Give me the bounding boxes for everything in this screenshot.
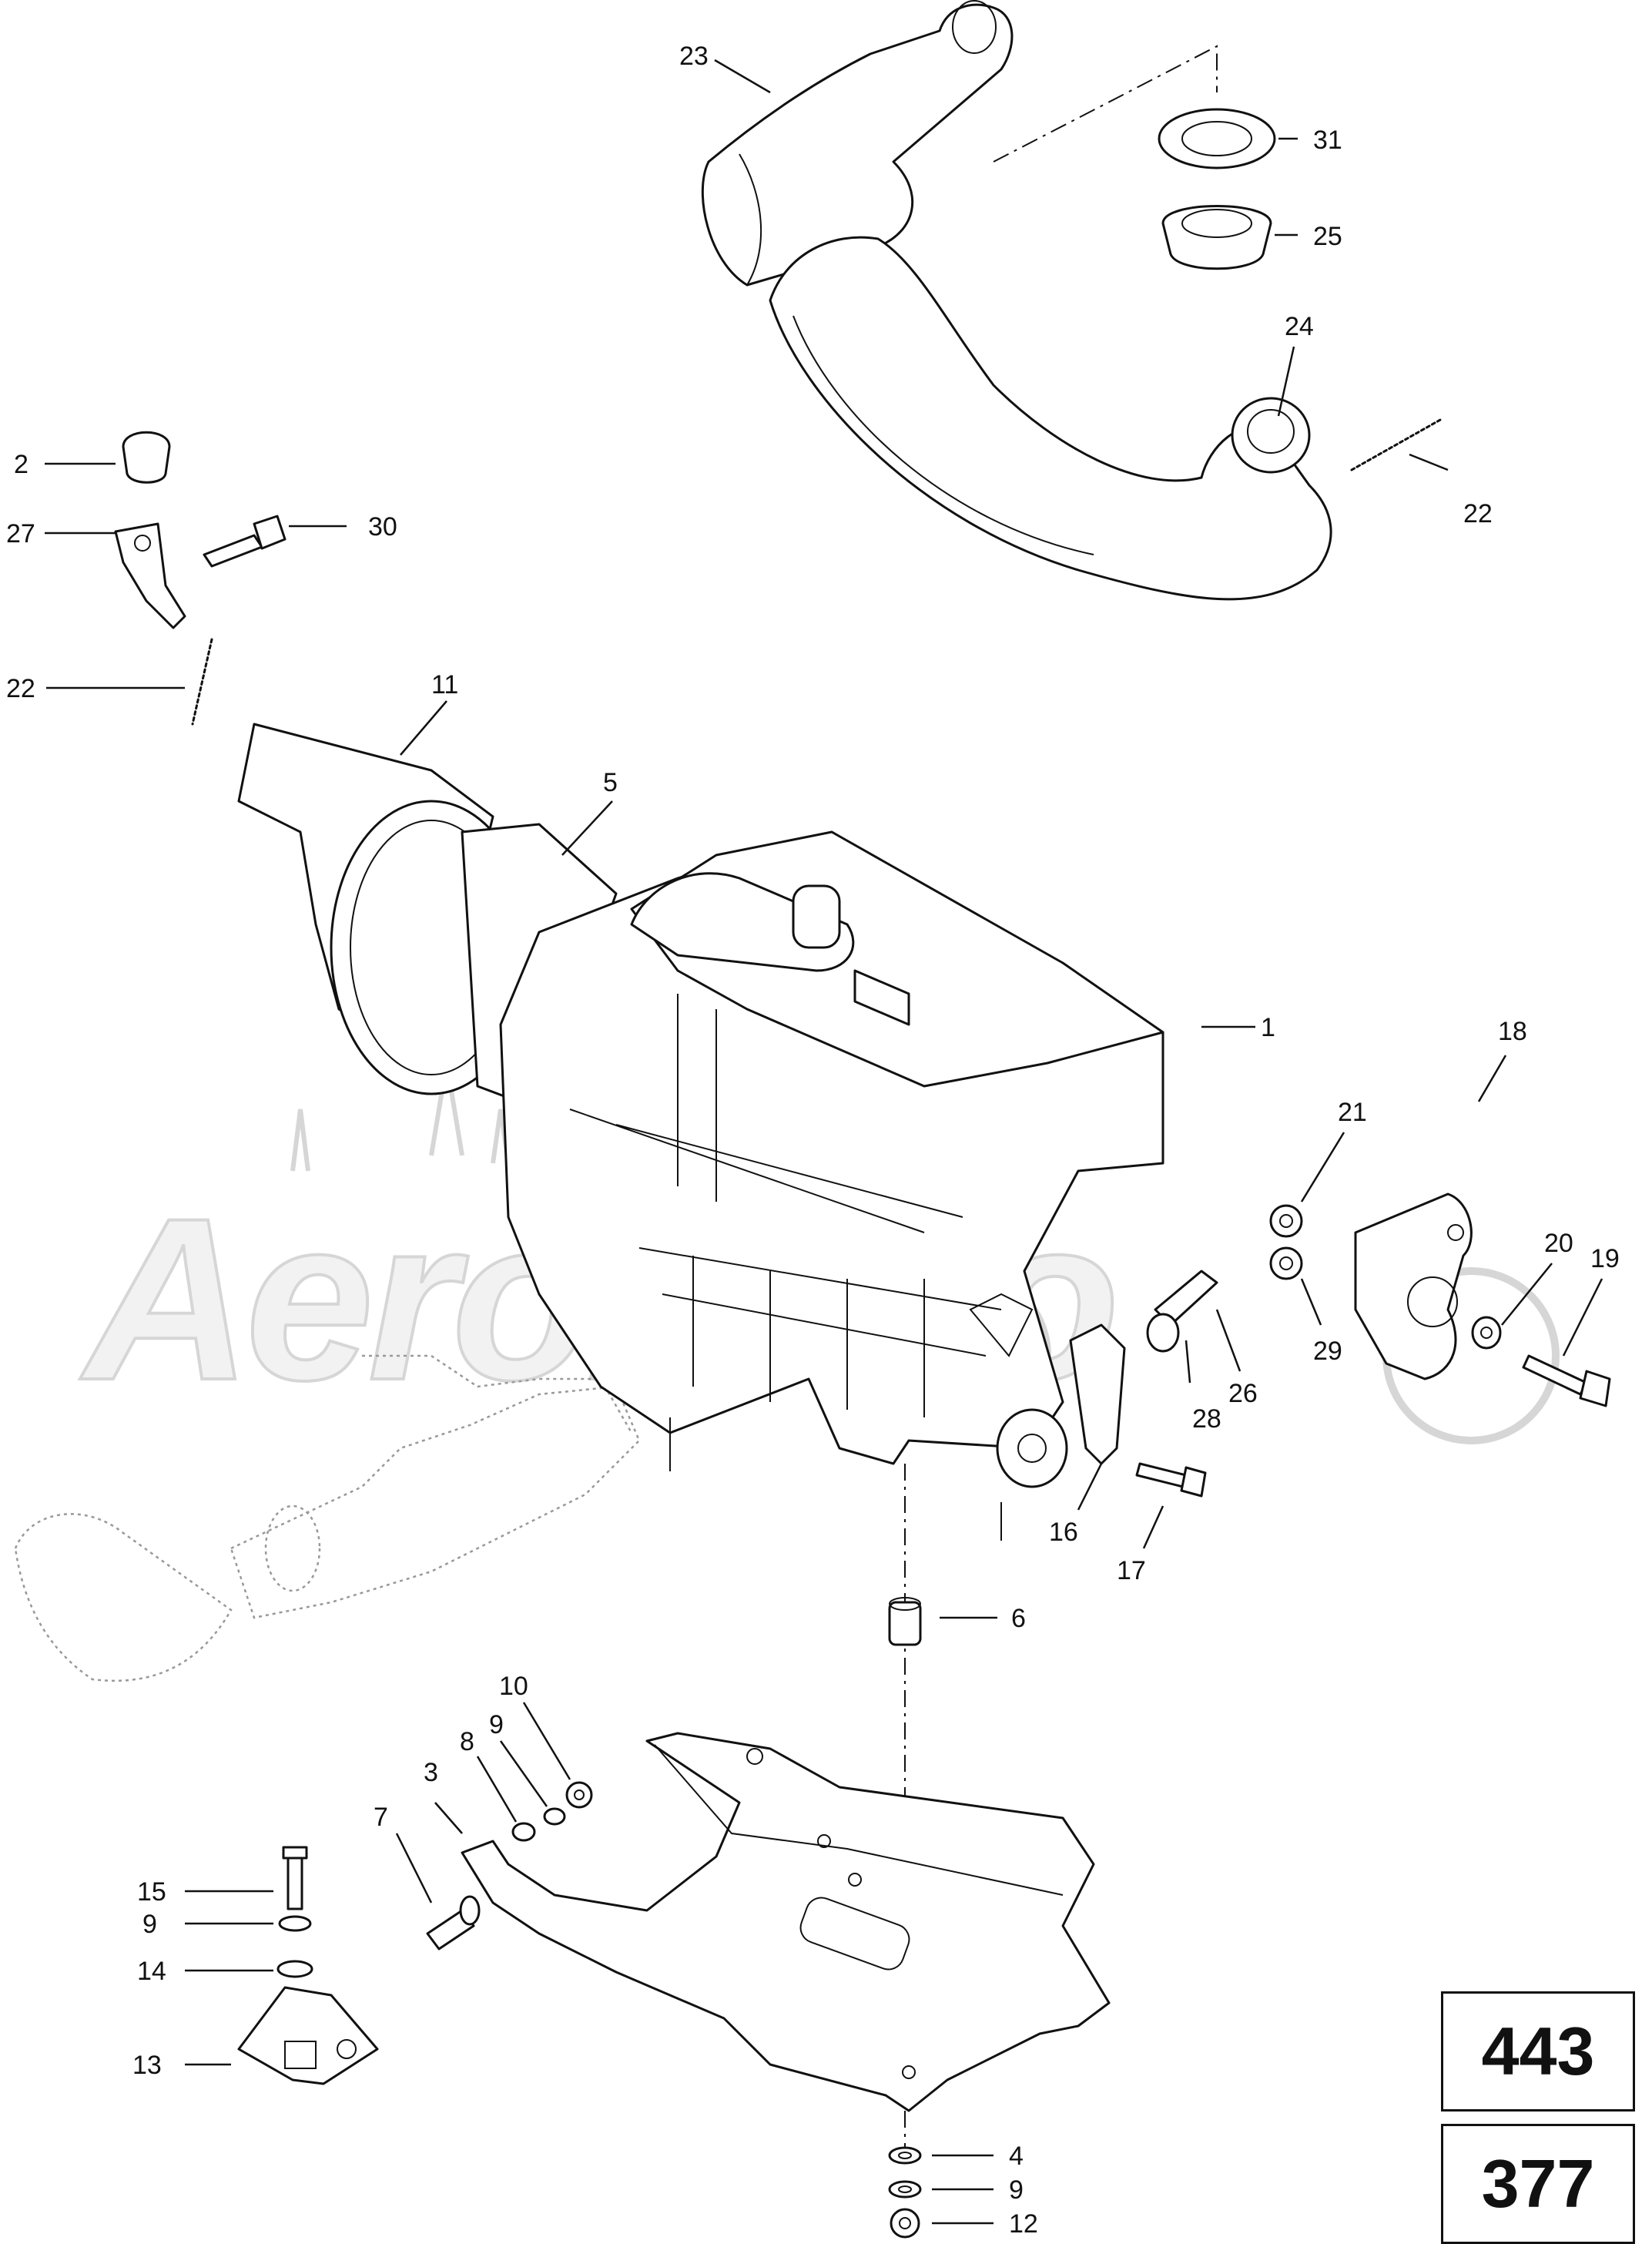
plate-bracket [1354, 1192, 1473, 1380]
nut-10 [565, 1781, 593, 1809]
callout-8: 8 [460, 1727, 474, 1756]
callout-24: 24 [1285, 312, 1314, 341]
callout-2: 2 [14, 450, 28, 479]
spring-left [191, 638, 213, 726]
callout-15: 15 [137, 1877, 166, 1907]
callout-9-bottom: 9 [1009, 2175, 1024, 2205]
leader-lines [45, 59, 1603, 2225]
tab-16 [1069, 1323, 1126, 1465]
callout-19: 19 [1590, 1244, 1620, 1273]
callout-23: 23 [679, 42, 709, 71]
callout-22-left: 22 [6, 674, 35, 703]
callout-11: 11 [431, 670, 458, 699]
callout-16: 16 [1049, 1518, 1078, 1547]
callout-27: 27 [6, 519, 35, 548]
bolt-15 [282, 1846, 308, 1910]
callout-4: 4 [1009, 2142, 1024, 2171]
callout-3: 3 [424, 1758, 438, 1787]
stud-26 [1146, 1270, 1218, 1353]
washer-9-left [278, 1915, 312, 1932]
page-number-box-primary: 443 [1441, 1991, 1635, 2112]
washer-9-mount [543, 1807, 566, 1826]
callout-14: 14 [137, 1957, 166, 1986]
callout-31: 31 [1313, 126, 1342, 155]
callout-25: 25 [1313, 222, 1342, 251]
bracket [114, 522, 186, 629]
callout-26: 26 [1228, 1379, 1258, 1408]
engine-assembly [499, 830, 1164, 1541]
page-number-primary: 443 [1481, 2013, 1595, 2089]
spacer [888, 1597, 922, 1646]
washer-4 [888, 2146, 922, 2165]
callout-29: 29 [1313, 1337, 1342, 1366]
exhaust-connector [1231, 397, 1311, 474]
callout-22-top: 22 [1463, 499, 1493, 528]
nut-29 [1269, 1246, 1303, 1280]
washer-14 [276, 1960, 313, 1978]
rubber-cap [122, 431, 171, 484]
callout-7: 7 [374, 1803, 388, 1832]
callout-21: 21 [1338, 1098, 1367, 1127]
callout-9-mount: 9 [489, 1710, 504, 1739]
spring-top [1350, 418, 1442, 471]
mount-13 [237, 1986, 379, 2085]
page-number-box-secondary: 377 [1441, 2124, 1635, 2244]
gasket [1158, 108, 1276, 169]
callout-12: 12 [1009, 2209, 1038, 2239]
callout-labels: 23 31 25 24 22 2 27 30 22 11 5 1 18 21 2… [6, 42, 1620, 2239]
callout-6: 6 [1011, 1604, 1026, 1633]
nut-21 [1269, 1204, 1303, 1238]
washer-20 [1471, 1316, 1502, 1350]
bolt-30 [203, 515, 287, 568]
callout-30: 30 [368, 512, 397, 542]
callout-17: 17 [1117, 1556, 1146, 1585]
stud-7 [426, 1895, 481, 1951]
washer-8 [511, 1822, 536, 1842]
callout-10: 10 [499, 1672, 528, 1701]
grommet [1161, 205, 1272, 270]
engine-mounting-plate [461, 1732, 1111, 2112]
callout-9-left: 9 [142, 1910, 157, 1939]
callout-1: 1 [1261, 1013, 1275, 1042]
bolt-17 [1135, 1462, 1207, 1498]
callout-20: 20 [1544, 1229, 1573, 1258]
nut-12 [890, 2208, 920, 2239]
callout-5: 5 [603, 768, 618, 797]
muffler [701, 0, 1014, 287]
callout-13: 13 [132, 2051, 162, 2080]
page-number-secondary: 377 [1481, 2145, 1595, 2222]
washer-9-bottom [888, 2180, 922, 2199]
bolt-19 [1522, 1354, 1611, 1407]
callout-28: 28 [1192, 1404, 1221, 1434]
callout-18: 18 [1498, 1017, 1527, 1046]
alignment-line-exhaust [993, 45, 1218, 163]
